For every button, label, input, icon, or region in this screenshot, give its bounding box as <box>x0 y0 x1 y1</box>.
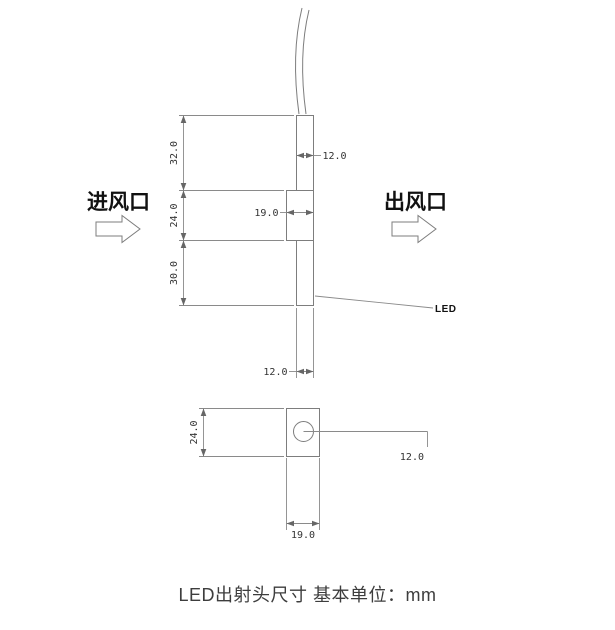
dim-bottom-view-height: 24.0 <box>189 420 200 444</box>
wire-lines <box>295 7 310 115</box>
drawing-caption: LED出射头尺寸 基本单位：mm <box>178 585 437 605</box>
front-view-left-dimensions: 32.0 24.0 30.0 <box>169 115 294 306</box>
inlet-airflow-arrow-icon <box>95 214 141 244</box>
bottom-view-outline <box>286 408 320 457</box>
leader-line <box>314 295 434 309</box>
wire-right <box>302 9 310 115</box>
front-view-body-width-dimension: 12.0 <box>296 151 347 162</box>
dim-body-width-bottom: 12.0 <box>263 367 287 378</box>
dim-seg-mid: 24.0 <box>169 203 180 227</box>
wire-left <box>295 7 303 115</box>
outlet-airflow-arrow-icon <box>391 214 437 244</box>
flange-outline <box>286 190 314 241</box>
led-label: LED <box>435 304 457 315</box>
dim-body-width: 12.0 <box>323 151 347 162</box>
dim-hole-offset: 12.0 <box>400 452 424 463</box>
bottom-view-height-dimension: 24.0 <box>189 408 284 457</box>
dim-flange-width: 19.0 <box>254 208 278 219</box>
dim-seg-top: 32.0 <box>169 141 180 165</box>
inlet-label: 进风口 <box>87 191 150 214</box>
front-view-flange-width-dimension: 19.0 <box>254 208 314 219</box>
bottom-view: 24.0 12.0 19.0 <box>189 408 428 541</box>
bottom-view-width-dimension: 19.0 <box>286 458 320 541</box>
outlet-group: 出风口 <box>384 191 447 244</box>
led-callout: LED <box>314 295 457 315</box>
front-view-bottom-width-dimension: 12.0 <box>263 308 314 378</box>
dim-bottom-view-width: 19.0 <box>291 530 315 541</box>
front-view: 32.0 24.0 30.0 12.0 19.0 12.0 进风口 <box>87 7 457 378</box>
dim-seg-bottom: 30.0 <box>169 261 180 285</box>
bottom-view-hole-dimension: 12.0 <box>303 431 428 463</box>
inlet-group: 进风口 <box>87 191 150 244</box>
outlet-label: 出风口 <box>384 191 447 214</box>
